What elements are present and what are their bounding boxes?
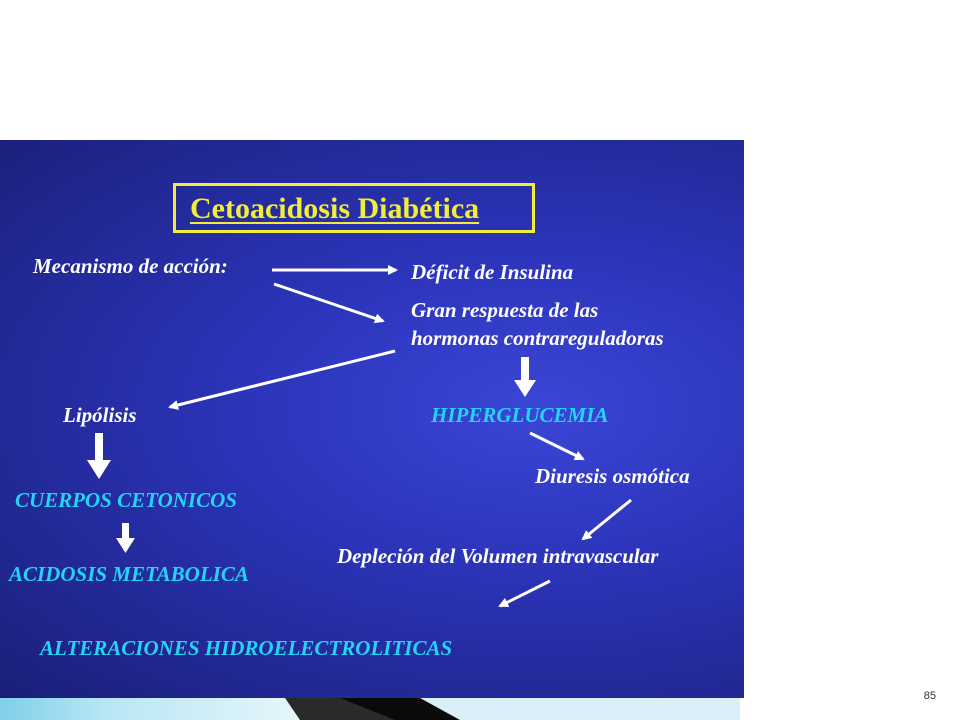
hormones-label-line1: Gran respuesta de las: [411, 298, 599, 322]
arrow-hormones-to-lipolysis: [168, 349, 396, 410]
electrolyte-alterations-label: ALTERACIONES HIDROELECTROLITICAS: [40, 636, 453, 660]
diagram-arrows: [87, 265, 632, 608]
metabolic-acidosis-label: ACIDOSIS METABOLICA: [9, 562, 249, 586]
diagram-slide: Cetoacidosis Diabética Mecanismo de acci…: [0, 140, 744, 698]
ketone-bodies-label: CUERPOS CETONICOS: [15, 488, 237, 512]
slide-title: Cetoacidosis Diabética: [190, 192, 480, 225]
arrow-depletion-to-electrolytes: [498, 579, 551, 608]
insulin-deficit-label: Déficit de Insulina: [411, 260, 574, 284]
footer-decoration: [0, 698, 740, 720]
lipolysis-label: Lipólisis: [63, 403, 137, 427]
title-box: Cetoacidosis Diabética: [173, 183, 535, 233]
arrow-mechanism-to-hormones: [273, 282, 385, 324]
arrow-ketones-to-acidosis: [116, 523, 135, 553]
arrow-lipolysis-to-ketones: [87, 433, 111, 479]
arrow-hyperglycemia-to-diuresis: [529, 431, 585, 461]
mechanism-label: Mecanismo de acción:: [33, 254, 228, 278]
arrow-hormones-to-hyperglycemia: [514, 357, 536, 397]
hormones-label-line2: hormonas contrareguladoras: [411, 326, 664, 350]
page-number: 85: [923, 690, 936, 702]
osmotic-diuresis-label: Diuresis osmótica: [535, 464, 690, 488]
arrow-diuresis-to-depletion: [581, 498, 632, 541]
volume-depletion-label: Depleción del Volumen intravascular: [337, 544, 659, 568]
hyperglycemia-label: HIPERGLUCEMIA: [431, 403, 609, 427]
